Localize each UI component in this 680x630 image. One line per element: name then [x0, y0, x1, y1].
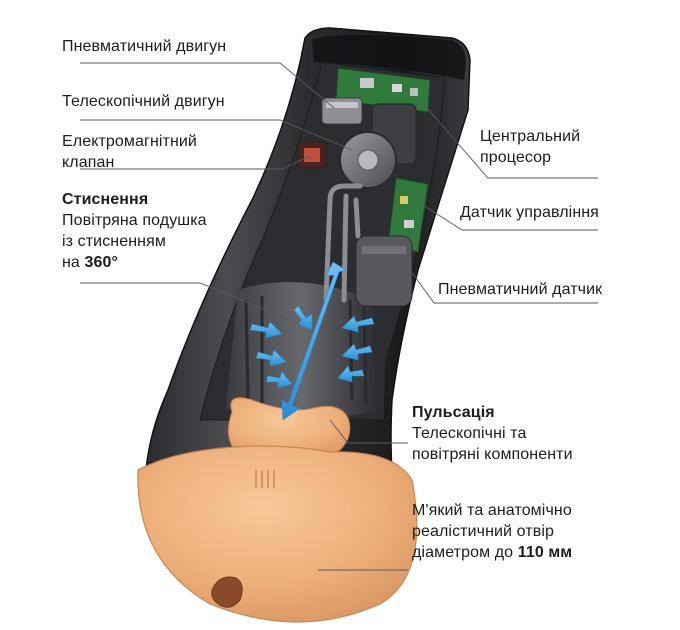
label-telescopic-motor: Телескопічний двигун: [62, 93, 225, 110]
telescopic-motor-part: [339, 103, 417, 189]
label-em-valve-line1: Електромагнітний: [62, 133, 197, 150]
compression-arrows: [249, 261, 375, 421]
pneumatic-motor-part: [321, 97, 363, 125]
compression-line1: Повітряна подушка: [62, 212, 207, 229]
compression-line3-prefix: на: [62, 254, 85, 271]
pulsation-line2: повітряні компоненти: [412, 446, 573, 463]
label-pneumatic-sensor: Пневматичний датчик: [438, 281, 603, 298]
em-valve-part: [297, 141, 327, 169]
label-pneumatic-motor: Пневматичний двигун: [62, 38, 227, 55]
label-cpu-line2: процесор: [480, 149, 552, 166]
compression-title: Стиснення: [62, 191, 149, 208]
compression-line3: на 360°: [62, 252, 118, 273]
label-em-valve-line2: клапан: [62, 154, 115, 171]
label-control-sensor: Датчик управління: [460, 204, 599, 221]
compression-degrees: 360°: [84, 254, 118, 271]
pulsation-title: Пульсація: [412, 404, 495, 421]
skin-sleeve: [137, 397, 418, 623]
air-pump-part: [355, 235, 413, 307]
air-tubes: [323, 183, 363, 303]
opening-line1: М'який та анатомічно: [412, 502, 572, 519]
pulsation-line1: Телескопічні та: [412, 425, 527, 442]
opening-line3-prefix: діаметром до: [412, 544, 518, 561]
label-cpu-line1: Центральний: [480, 128, 581, 145]
leader-lines: [80, 62, 598, 571]
opening-line3: діаметром до 110 мм: [412, 542, 572, 563]
opening-diameter: 110 мм: [517, 544, 573, 561]
compression-line2: із стисненням: [62, 233, 166, 250]
opening-line2: реалістичний отвір: [412, 523, 554, 540]
control-sensor-part: [387, 177, 429, 253]
